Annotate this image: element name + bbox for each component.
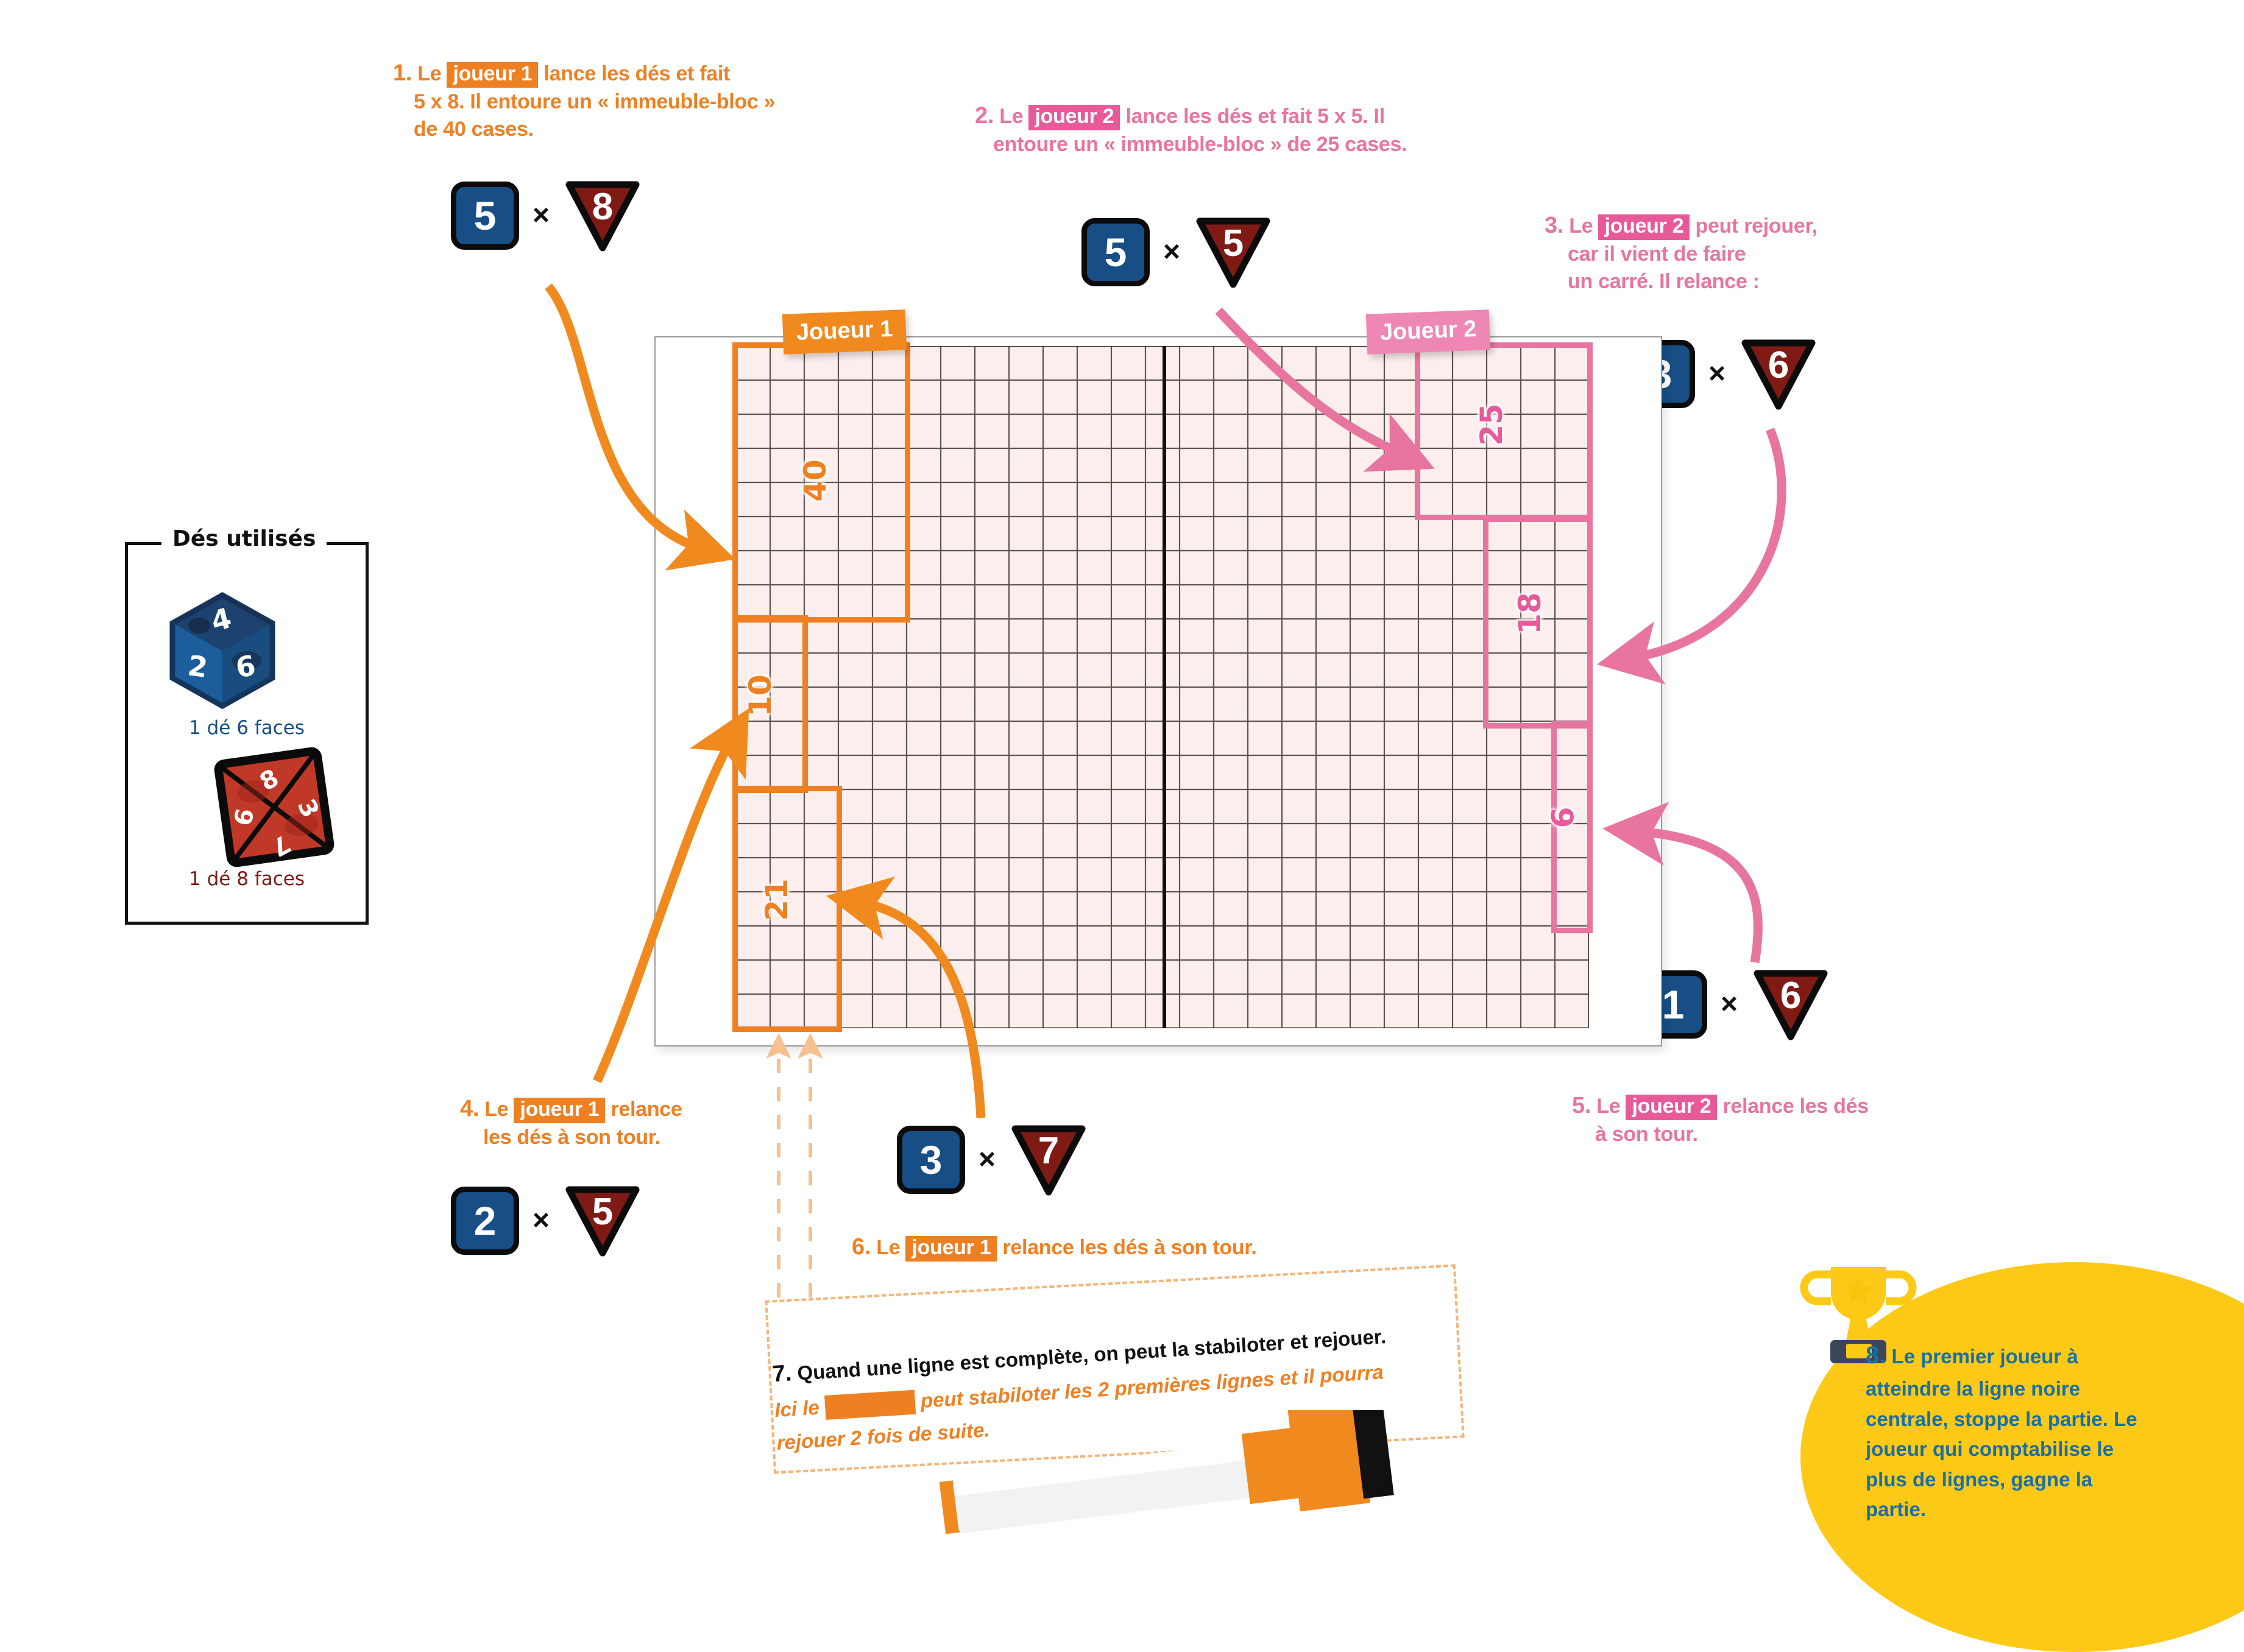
- center-black-line: [1163, 346, 1166, 1028]
- step-6-l1-a: Le: [876, 1236, 906, 1259]
- multiply-symbol-roll4: ×: [533, 1204, 550, 1237]
- dice-roll-5[interactable]: 1 × 6: [1639, 969, 1830, 1040]
- step-3-player-badge: joueur 2: [1598, 214, 1690, 240]
- step-1-l1-a: Le: [417, 62, 447, 85]
- step-1-text: 1. Le joueur 1 lance les dés et fait 5 x…: [393, 58, 807, 143]
- d8-value-roll6: 7: [1038, 1130, 1060, 1172]
- step-3-l3: un carré. Il relance :: [1568, 270, 1760, 294]
- d6-die-roll4[interactable]: 2: [451, 1187, 519, 1255]
- step-8-number: 8.: [1866, 1342, 1886, 1369]
- step-3-l1-a: Le: [1569, 214, 1599, 238]
- dice-roll-6[interactable]: 3 × 7: [897, 1124, 1088, 1196]
- step-7-line2-a: Ici le: [774, 1395, 826, 1421]
- step-3-l2: car il vient de faire: [1568, 242, 1746, 266]
- step-5-text: 5. Le joueur 2 relance les dés à son tou…: [1572, 1090, 1998, 1148]
- step-6-l1-b: relance les dés à son tour.: [997, 1236, 1257, 1259]
- d8-value-roll2: 5: [1222, 222, 1244, 264]
- d8-value-roll5: 6: [1780, 975, 1802, 1017]
- dice-legend-title: Dés utilisés: [161, 526, 327, 551]
- step-2-l1-b: lance les dés et fait 5 x 5. Il: [1120, 105, 1385, 128]
- step-8-body: Le premier joueur à atteindre la ligne n…: [1866, 1345, 2137, 1520]
- d8-value-roll4: 5: [592, 1191, 614, 1233]
- step-4-player-badge: joueur 1: [514, 1098, 606, 1123]
- board-tag-joueur1: Joueur 1: [782, 309, 907, 355]
- step-6-number: 6.: [852, 1234, 871, 1260]
- step-1-l1-b: lance les dés et fait: [538, 62, 731, 85]
- step-8-text: 8. Le premier joueur à atteindre la lign…: [1866, 1337, 2152, 1525]
- d8-die-roll6[interactable]: 7: [1009, 1124, 1088, 1196]
- d6-die-roll2[interactable]: 5: [1081, 218, 1150, 286]
- step-3-number: 3.: [1545, 213, 1564, 238]
- step-4-l1-b: relance: [605, 1098, 682, 1121]
- step-5-number: 5.: [1572, 1093, 1591, 1118]
- d8-value-roll3: 6: [1768, 344, 1789, 386]
- step-5-l1-b: relance les dés: [1717, 1095, 1869, 1118]
- step-6-text: 6. Le joueur 1 relance les dés à son tou…: [852, 1232, 1400, 1262]
- step-3-text: 3. Le joueur 2 peut rejouer, car il vien…: [1545, 210, 1922, 295]
- svg-text:2: 2: [186, 649, 210, 684]
- d8-die-roll4[interactable]: 5: [563, 1185, 642, 1257]
- d8-die-roll5[interactable]: 6: [1751, 969, 1830, 1040]
- step-4-l2: les dés à son tour.: [483, 1126, 660, 1149]
- multiply-symbol-roll2: ×: [1163, 236, 1181, 268]
- block-25-label: 25: [1473, 403, 1509, 446]
- step-5-player-badge: joueur 2: [1626, 1095, 1718, 1120]
- block-21-label: 21: [759, 878, 795, 921]
- multiply-symbol-roll3: ×: [1708, 358, 1726, 390]
- d8-value-roll1: 8: [592, 186, 614, 228]
- d6-die-roll6[interactable]: 3: [897, 1126, 965, 1194]
- d8-die-roll2[interactable]: 5: [1194, 216, 1273, 288]
- step-5-l1-a: Le: [1596, 1095, 1626, 1118]
- step-7-number: 7.: [771, 1360, 793, 1388]
- dice-roll-4[interactable]: 2 × 5: [451, 1185, 642, 1257]
- step-1-l3: de 40 cases.: [414, 118, 534, 141]
- step-1-player-badge: joueur 1: [447, 62, 539, 88]
- block-6-label: 6: [1545, 807, 1581, 828]
- trophy-icon: [1800, 1267, 1917, 1363]
- block-18-label: 18: [1512, 592, 1548, 635]
- dice-roll-2[interactable]: 5 × 5: [1081, 216, 1273, 288]
- d8-die-roll3[interactable]: 6: [1739, 338, 1818, 410]
- step-2-player-badge: joueur 2: [1028, 105, 1120, 130]
- d6-cube-illustration: 4 2 6: [169, 591, 275, 710]
- step-2-l2: entoure un « immeuble-bloc » de 25 cases…: [993, 133, 1407, 157]
- highlighter-pen-icon: [939, 1410, 1394, 1534]
- step-1-l2: 5 x 8. Il entoure un « immeuble-bloc »: [414, 90, 776, 114]
- step-1-number: 1.: [393, 60, 412, 86]
- step-2-l1-a: Le: [999, 105, 1029, 128]
- block-40-label: 40: [797, 459, 833, 502]
- step-2-number: 2.: [975, 103, 994, 129]
- step-4-text: 4. Le joueur 1 relance les dés à son tou…: [460, 1093, 801, 1151]
- d6-legend-caption: 1 dé 6 faces: [189, 717, 305, 739]
- d8-die-illustration: 8 6 3 7: [214, 747, 334, 867]
- multiply-symbol-roll6: ×: [979, 1143, 996, 1176]
- d6-die-roll1[interactable]: 5: [451, 182, 519, 250]
- board-tag-joueur2: Joueur 2: [1365, 309, 1491, 355]
- step-2-text: 2. Le joueur 2 lance les dés et fait 5 x…: [975, 101, 1462, 158]
- game-board-grid[interactable]: 40 10 21 25 18 6: [732, 342, 1593, 1032]
- dice-legend-box: Dés utilisés 4 2 6 1 dé 6 faces 8 6 3: [125, 526, 369, 925]
- step-5-l2: à son tour.: [1595, 1123, 1698, 1146]
- block-10-label: 10: [742, 674, 778, 717]
- multiply-symbol-roll5: ×: [1721, 988, 1738, 1020]
- step-4-number: 4.: [460, 1096, 480, 1121]
- step-6-player-badge: joueur 1: [905, 1236, 997, 1262]
- step-3-l1-b: peut rejouer,: [1690, 214, 1817, 238]
- step-4-l1-a: Le: [484, 1098, 514, 1121]
- d8-die-roll1[interactable]: 8: [563, 180, 642, 252]
- dice-roll-1[interactable]: 5 × 8: [451, 180, 642, 252]
- multiply-symbol-roll1: ×: [533, 199, 550, 231]
- poster-root: 1. Le joueur 1 lance les dés et fait 5 x…: [125, 58, 2244, 1652]
- d8-legend-caption: 1 dé 8 faces: [189, 868, 305, 890]
- step-7-player-badge: joueur 1: [824, 1389, 916, 1421]
